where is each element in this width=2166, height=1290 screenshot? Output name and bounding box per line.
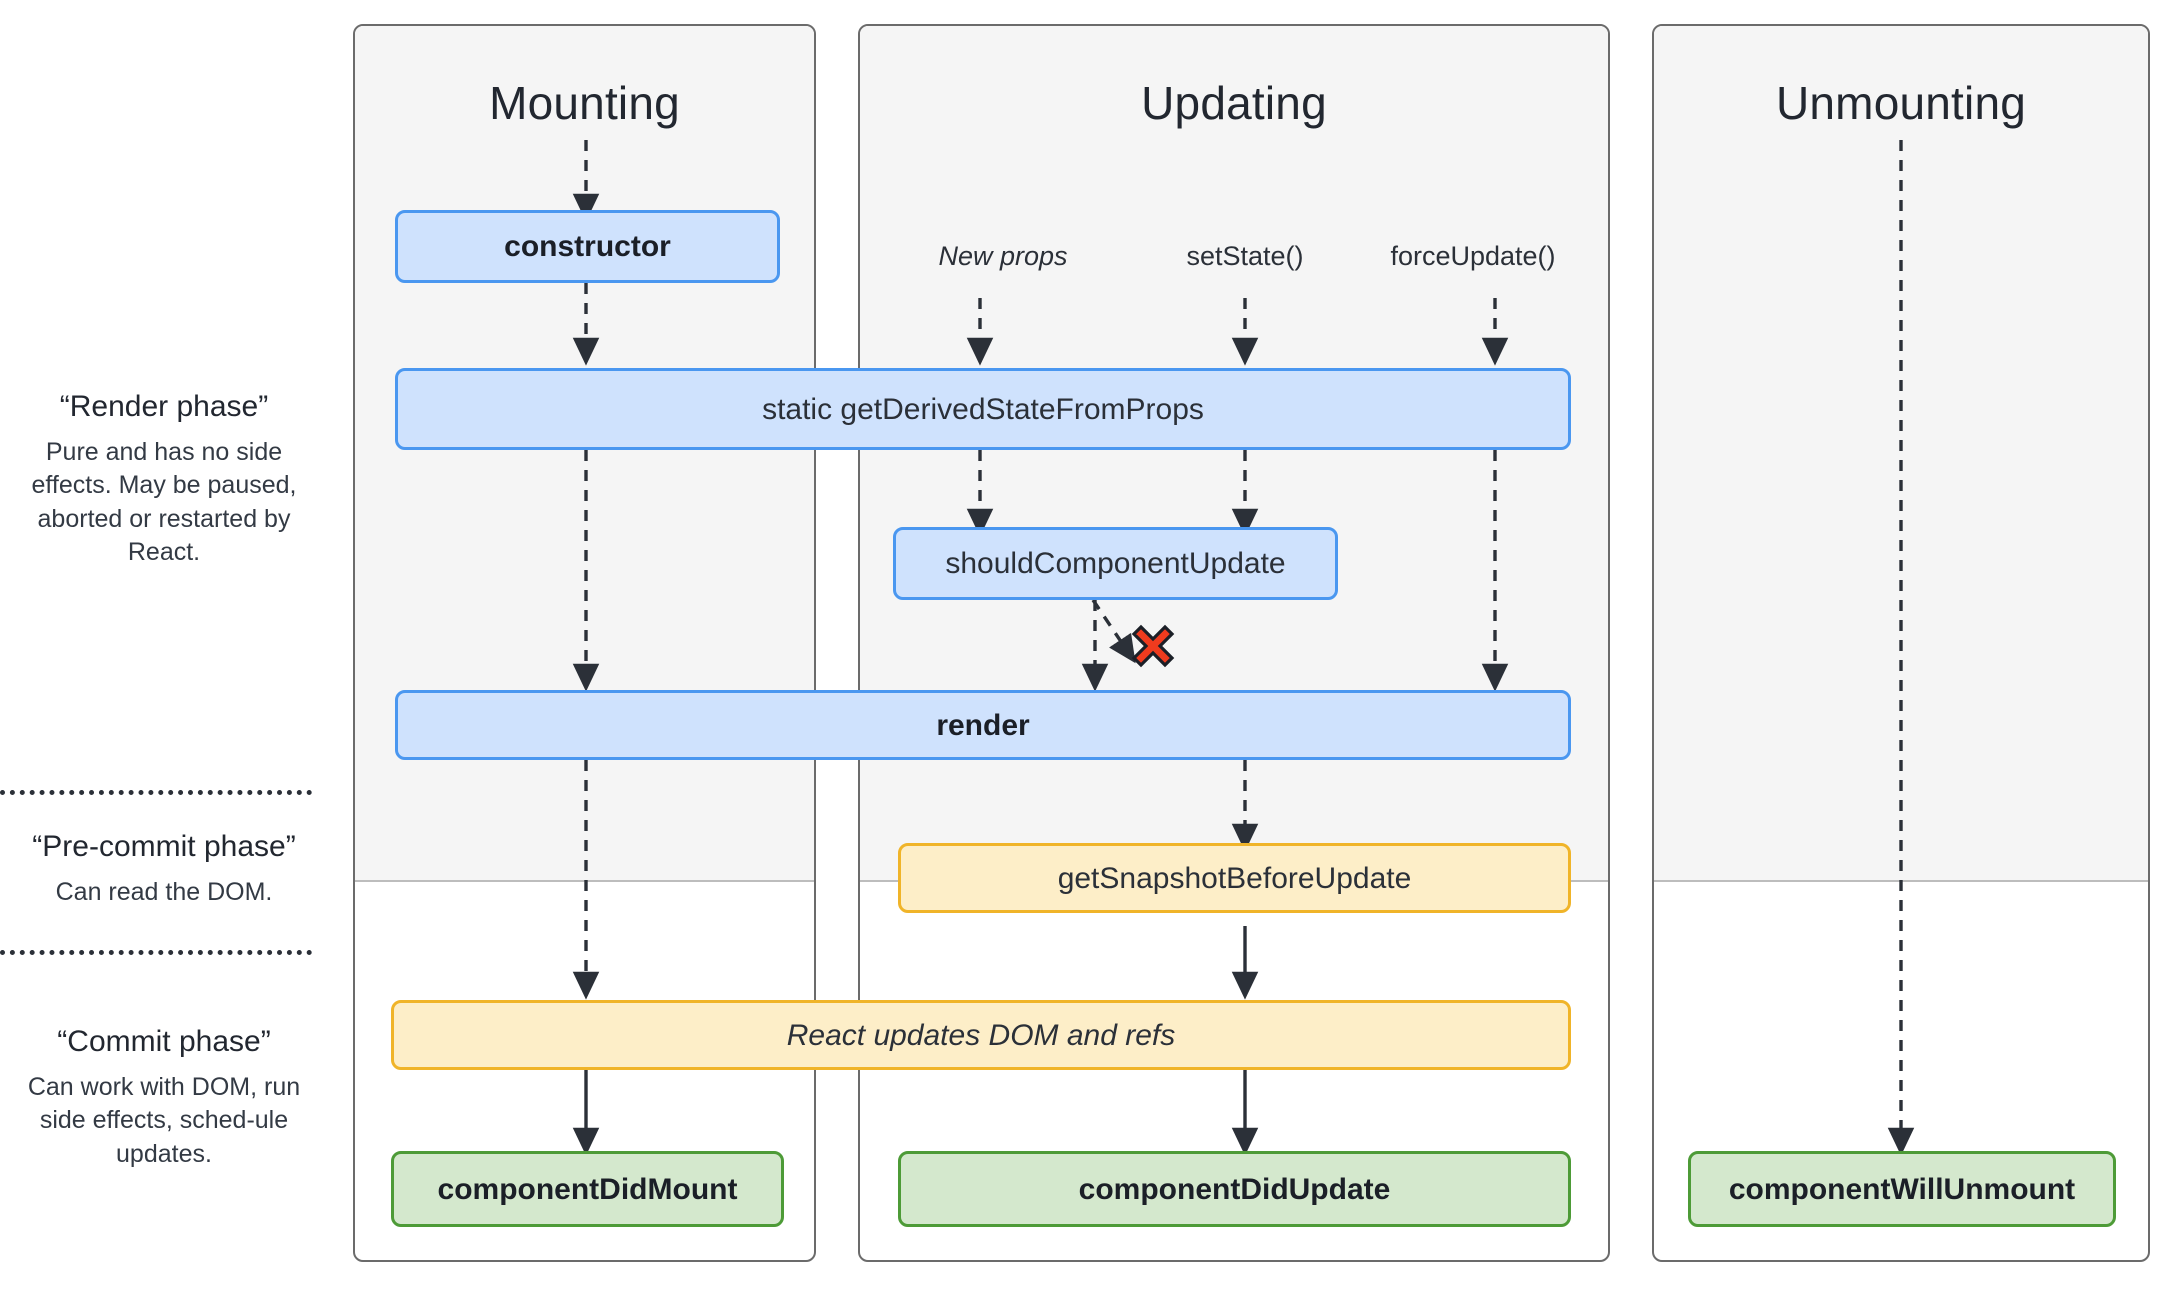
legend-render-phase-body: Pure and has no side effects. May be pau… [31, 438, 297, 566]
column-unmounting-title: Unmounting [1775, 77, 2027, 129]
node-constructor-label: constructor [504, 230, 671, 263]
divider-dotted-bottom [0, 950, 312, 955]
trigger-set-state: setState() [1186, 241, 1304, 271]
trigger-new-props: New props [938, 241, 1068, 271]
legend-pre-commit-phase: “Pre-commit phase” Can read the DOM. [8, 830, 320, 909]
column-updating-title: Updating [1141, 77, 1327, 129]
node-react-updates-dom-and-refs[interactable]: React updates DOM and refs [391, 1000, 1571, 1070]
legend-render-phase: “Render phase” Pure and has no side effe… [8, 390, 320, 569]
node-component-did-update-label: componentDidUpdate [1078, 1172, 1391, 1206]
node-get-derived-state-from-props[interactable]: static getDerivedStateFromProps [395, 368, 1571, 450]
node-component-did-update[interactable]: componentDidUpdate [898, 1151, 1571, 1227]
node-component-will-unmount[interactable]: componentWillUnmount [1688, 1151, 2116, 1227]
node-get-snapshot-before-update[interactable]: getSnapshotBeforeUpdate [898, 843, 1571, 913]
node-constructor[interactable]: constructor [395, 210, 780, 283]
divider-dotted-top [0, 790, 312, 795]
node-component-did-mount-label: componentDidMount [437, 1172, 738, 1206]
trigger-force-update: forceUpdate() [1390, 241, 1556, 271]
node-should-component-update[interactable]: shouldComponentUpdate [893, 527, 1338, 600]
legend-commit-phase: “Commit phase” Can work with DOM, run si… [8, 1025, 320, 1171]
legend-commit-phase-body: Can work with DOM, run side effects, sch… [27, 1073, 301, 1168]
node-get-derived-state-from-props-label: static getDerivedStateFromProps [762, 392, 1204, 426]
column-mounting-title: Mounting [489, 77, 680, 129]
column-updating: Updating [858, 24, 1610, 1262]
node-component-will-unmount-label: componentWillUnmount [1728, 1172, 2076, 1206]
node-react-updates-dom-and-refs-label: React updates DOM and refs [786, 1018, 1176, 1052]
legend-commit-phase-title: “Commit phase” [57, 1025, 271, 1058]
legend-pre-commit-phase-title: “Pre-commit phase” [32, 830, 296, 863]
column-unmounting-top-region [1654, 26, 2148, 882]
node-should-component-update-label: shouldComponentUpdate [945, 547, 1286, 580]
column-unmounting: Unmounting [1652, 24, 2150, 1262]
node-component-did-mount[interactable]: componentDidMount [391, 1151, 784, 1227]
node-render[interactable]: render [395, 690, 1571, 760]
legend-render-phase-title: “Render phase” [59, 390, 269, 423]
legend-pre-commit-phase-body: Can read the DOM. [55, 878, 273, 906]
node-get-snapshot-before-update-label: getSnapshotBeforeUpdate [1057, 861, 1412, 895]
node-render-label: render [936, 708, 1030, 742]
